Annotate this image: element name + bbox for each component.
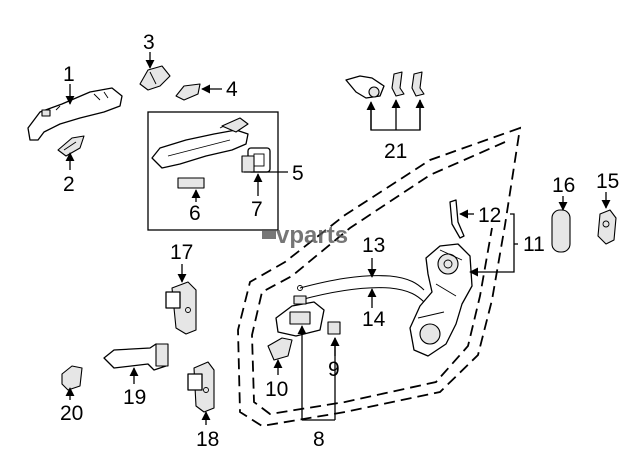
callout-21: 21 [384, 140, 407, 163]
callout-17: 17 [170, 241, 193, 264]
watermark: vparts [262, 222, 348, 249]
part-10-bezel [267, 337, 293, 361]
part-15-striker [597, 209, 617, 245]
part-20-stopper [61, 365, 83, 391]
callout-13: 13 [362, 234, 385, 257]
part-2-pad [57, 135, 85, 157]
part-13-14-cables [297, 275, 425, 303]
callout-12: 12 [478, 204, 501, 227]
part-9-clip [327, 321, 341, 335]
callout-labels: 1 2 3 4 5 6 7 8 9 10 11 12 13 14 15 16 1… [60, 31, 619, 451]
callout-5: 5 [292, 162, 304, 185]
callout-15: 15 [596, 170, 619, 193]
part-7-cylinder [241, 147, 271, 173]
callout-1: 1 [63, 63, 75, 86]
watermark-text: vparts [276, 222, 348, 249]
part-4-seal [175, 83, 201, 101]
callout-11: 11 [523, 233, 545, 256]
callout-9: 9 [328, 358, 340, 381]
callout-14: 14 [362, 308, 386, 331]
leader-lines [65, 52, 611, 425]
part-18-lower-hinge [187, 361, 215, 413]
callout-10: 10 [265, 378, 288, 401]
callout-8: 8 [313, 428, 325, 451]
part-3-cap [139, 65, 171, 91]
callout-16: 16 [552, 174, 575, 197]
part-11-latch-assembly [409, 243, 473, 357]
part-1-handle-frame [27, 87, 123, 141]
part-6-pad [177, 177, 205, 189]
callout-18: 18 [196, 428, 219, 451]
part-5-outer-handle [151, 117, 249, 169]
callout-20: 20 [60, 402, 83, 425]
part-17-upper-hinge [165, 281, 197, 335]
callout-19: 19 [123, 386, 146, 409]
part-19-check-arm [103, 343, 169, 371]
part-12-rod [449, 199, 465, 239]
callout-2: 2 [63, 173, 75, 196]
callout-4: 4 [226, 78, 238, 101]
part-16-reflector [551, 209, 571, 253]
callout-6: 6 [189, 202, 201, 225]
callout-3: 3 [143, 31, 155, 54]
group-box-5 [147, 111, 279, 231]
callout-7: 7 [251, 198, 263, 221]
part-8-inside-handle [275, 295, 325, 337]
door-outline [237, 126, 522, 427]
part-21-switches [345, 71, 425, 99]
